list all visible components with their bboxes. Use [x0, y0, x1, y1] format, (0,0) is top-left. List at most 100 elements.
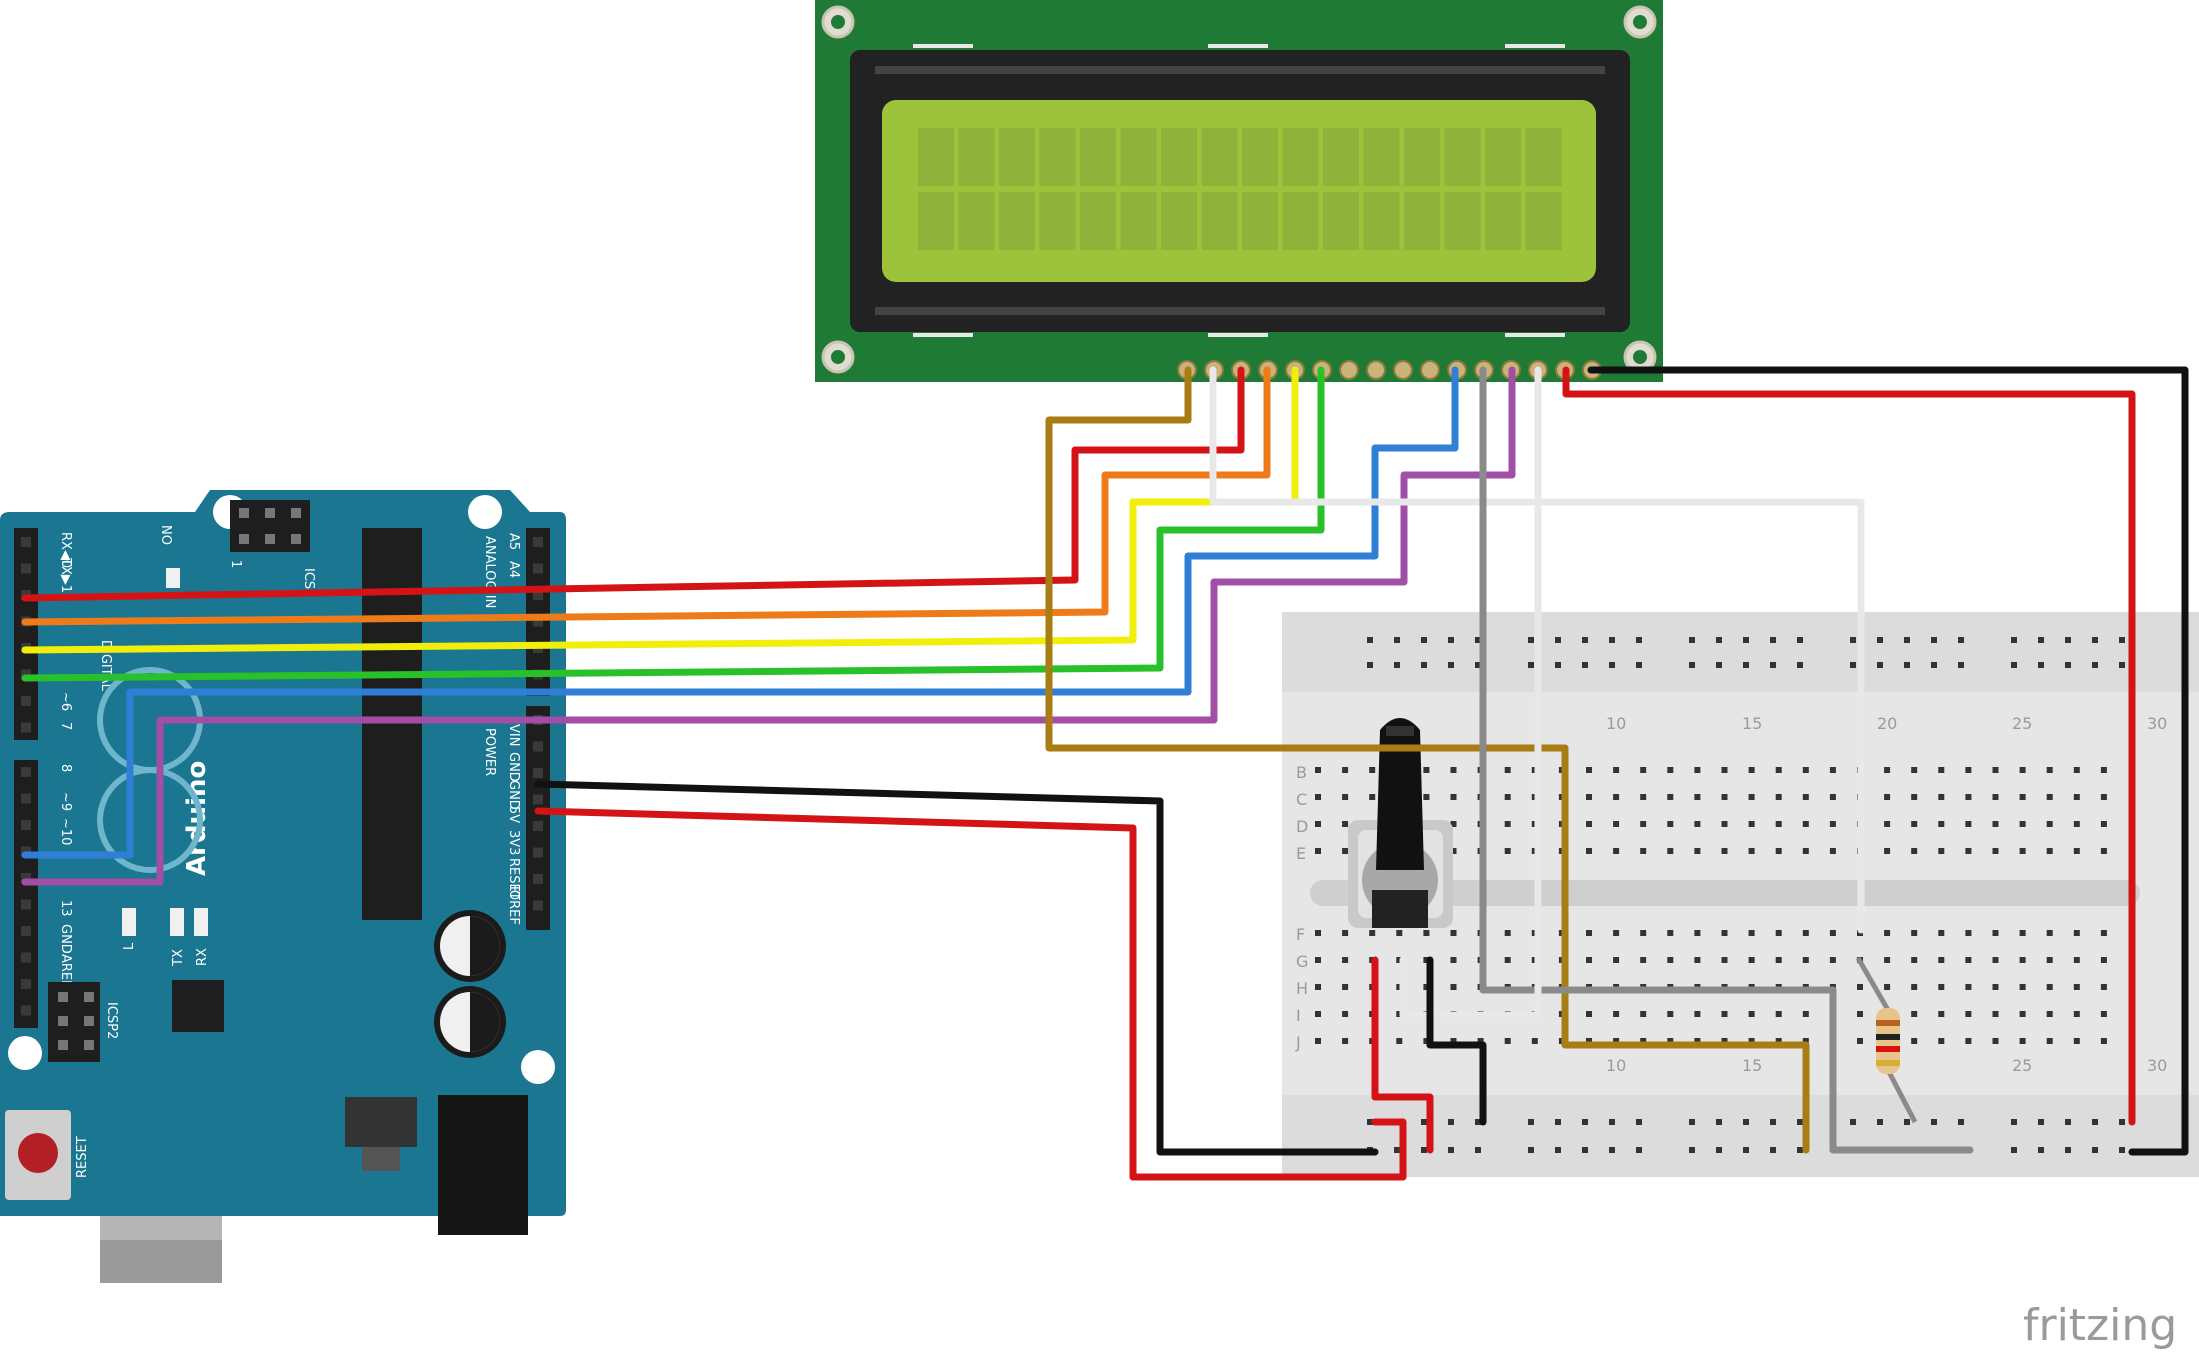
breadboard-hole — [2019, 767, 2026, 773]
lcd-cell — [1444, 128, 1481, 186]
breadboard-hole — [1775, 794, 1782, 800]
breadboard-hole — [1721, 930, 1728, 936]
label-d9: ~9 — [58, 792, 73, 811]
breadboard-hole — [1911, 1038, 1918, 1044]
breadboard-hole — [1689, 662, 1695, 668]
header-pin — [21, 899, 31, 910]
breadboard-hole — [1475, 637, 1481, 643]
breadboard-hole — [1394, 662, 1400, 668]
header-pin — [533, 847, 543, 858]
label-ioref: IOREF — [506, 886, 521, 925]
lcd-cell — [1485, 128, 1521, 186]
breadboard-hole — [1938, 1038, 1945, 1044]
breadboard-hole — [1475, 662, 1481, 668]
breadboard-hole — [1477, 1038, 1484, 1044]
breadboard-hole — [2019, 848, 2026, 854]
breadboard-hole — [1586, 930, 1592, 936]
lcd-cell — [958, 128, 995, 186]
header-pin — [21, 793, 31, 804]
breadboard-hole — [1802, 930, 1809, 936]
breadboard-hole — [1802, 794, 1809, 800]
breadboard-hole — [1992, 984, 1999, 990]
breadboard-hole — [1613, 1011, 1620, 1017]
breadboard-hole — [1965, 984, 1972, 990]
breadboard-hole — [1421, 1119, 1427, 1125]
header-pin — [533, 794, 543, 805]
header-pin — [533, 741, 543, 752]
breadboard-hole — [1450, 848, 1457, 854]
col-number-30-bottom: 30 — [2147, 1056, 2167, 1075]
breadboard-hole — [1504, 821, 1511, 827]
breadboard-hole — [1667, 821, 1674, 827]
breadboard-hole — [1423, 1038, 1430, 1044]
breadboard-hole — [1396, 1038, 1403, 1044]
rx-led — [194, 908, 208, 936]
breadboard-hole — [1394, 637, 1400, 643]
potentiometer-knob[interactable] — [1376, 718, 1424, 870]
label-rx0: RX◀0 — [58, 532, 73, 568]
breadboard-hole — [1938, 984, 1945, 990]
breadboard-row-letters: B C D E F G H I J — [1295, 763, 1308, 1052]
breadboard-hole — [1721, 767, 1728, 773]
breadboard-hole — [1884, 957, 1891, 963]
breadboard-hole — [1802, 821, 1809, 827]
header-pin — [533, 590, 543, 600]
lcd-cell — [999, 128, 1035, 186]
breadboard-hole — [1613, 821, 1620, 827]
row-letter-j: J — [1295, 1033, 1301, 1052]
breadboard-hole — [1694, 821, 1701, 827]
breadboard-hole — [1775, 767, 1782, 773]
col-number-15: 15 — [1742, 714, 1762, 733]
breadboard-hole — [1367, 637, 1373, 643]
lcd-cell — [1120, 192, 1157, 250]
breadboard-hole — [2100, 930, 2107, 936]
breadboard-hole — [1802, 1038, 1809, 1044]
label-gnd1: GND — [506, 752, 521, 782]
header-pin — [21, 952, 31, 963]
breadboard-hole — [1857, 1038, 1863, 1044]
breadboard-hole — [1716, 637, 1722, 643]
breadboard-hole — [1797, 1147, 1803, 1153]
breadboard-hole — [1748, 767, 1755, 773]
icsp-pin — [239, 508, 249, 518]
breadboard-hole — [1640, 1011, 1647, 1017]
breadboard-hole — [1802, 1011, 1809, 1017]
label-a4: A4 — [506, 561, 521, 578]
lcd-cell — [1444, 192, 1481, 250]
breadboard-hole — [1640, 848, 1647, 854]
breadboard-hole — [1636, 1119, 1642, 1125]
wire-blue-arduino-d11 — [21, 366, 1459, 859]
breadboard-hole — [1743, 637, 1749, 643]
lcd-cell — [1201, 128, 1238, 186]
breadboard-hole — [1770, 1119, 1776, 1125]
tx-label: TX — [171, 949, 186, 967]
breadboard-hole — [2119, 1147, 2125, 1153]
breadboard-hole — [1911, 848, 1918, 854]
breadboard-hole — [2019, 1038, 2026, 1044]
breadboard-hole — [1802, 848, 1809, 854]
lcd-screen — [882, 100, 1596, 282]
breadboard-hole — [1667, 957, 1674, 963]
wires — [21, 366, 2189, 1181]
breadboard-hole — [1528, 662, 1534, 668]
row-letter-f: F — [1296, 925, 1305, 944]
breadboard-hole — [2065, 662, 2071, 668]
wire-red-pot-vcc — [1371, 956, 1434, 1154]
lcd-cell — [1161, 192, 1197, 250]
digital-labels: RX◀0 TX▶1 ~6 7 DIGITAL 8 ~9 ~10 13 GND A… — [58, 532, 113, 988]
col-number-10-bottom: 10 — [1606, 1056, 1626, 1075]
breadboard-hole — [1667, 767, 1674, 773]
row-letter-g: G — [1296, 952, 1308, 971]
breadboard-hole — [2019, 930, 2026, 936]
label-aref: AREF — [58, 954, 73, 988]
breadboard-hole — [1396, 1011, 1403, 1017]
breadboard-hole — [1640, 794, 1647, 800]
label-5v: 5V — [506, 806, 521, 823]
row-letter-c: C — [1296, 790, 1307, 809]
lcd-cell — [918, 128, 954, 186]
breadboard-hole — [2019, 794, 2026, 800]
reset-button-cap — [18, 1133, 58, 1173]
breadboard-hole — [1965, 930, 1972, 936]
breadboard-hole — [1636, 637, 1642, 643]
breadboard-hole — [1504, 767, 1511, 773]
